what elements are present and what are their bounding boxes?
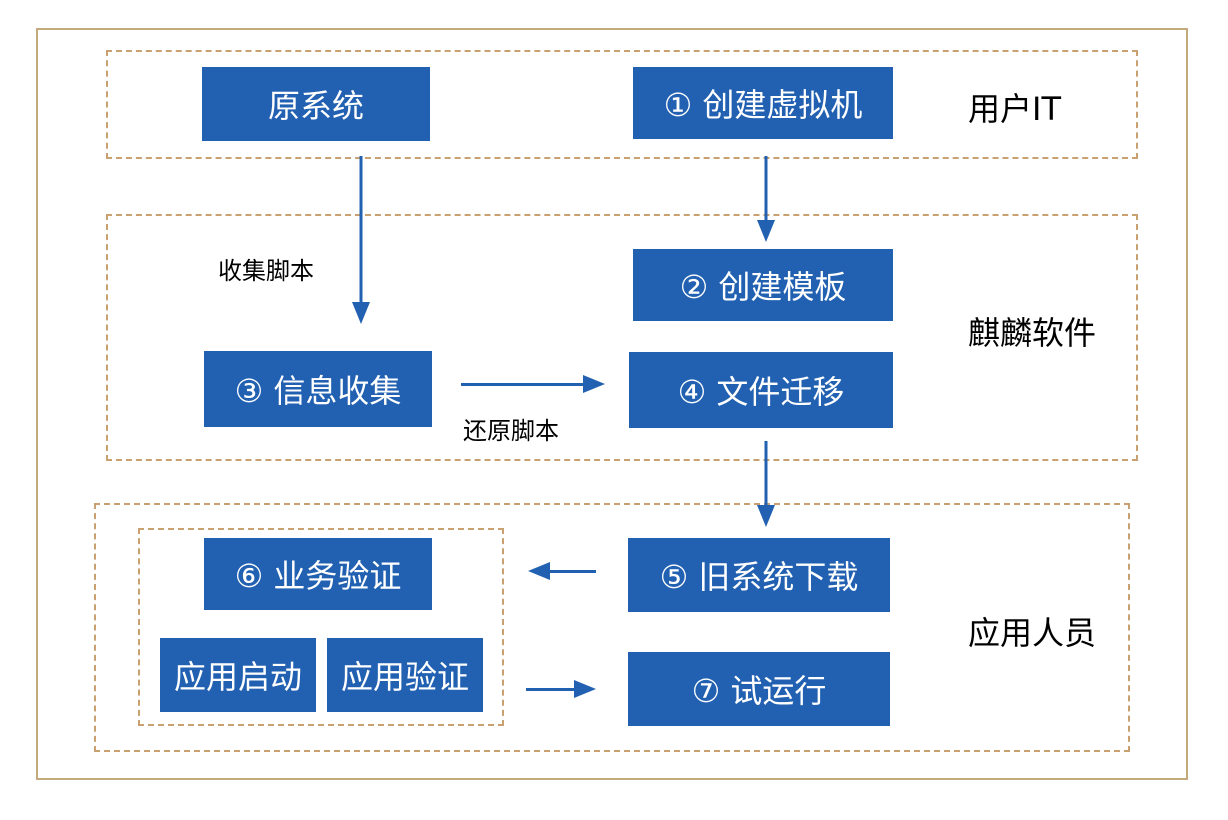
edge-label-restore-script: 还原脚本: [463, 417, 559, 445]
zone-label-kylin: 麒麟软件: [968, 314, 1097, 352]
arrow-download-to-verify-head: [528, 562, 550, 580]
arrow-verify-to-trial-head: [574, 680, 596, 698]
arrow-migrate-to-download-head: [757, 505, 775, 527]
node-create-template: ② 创建模板: [633, 249, 893, 321]
node-app-verify: 应用验证: [327, 638, 483, 712]
arrow-collect-to-migrate-shaft: [461, 383, 585, 386]
node-app-start: 应用启动: [160, 638, 316, 712]
arrow-vm-to-template-head: [757, 220, 775, 242]
arrow-original-to-collect-shaft: [359, 156, 363, 304]
node-file-migrate: ④ 文件迁移: [629, 352, 893, 428]
arrow-original-to-collect-head: [352, 302, 370, 324]
arrow-migrate-to-download-shaft: [764, 441, 768, 507]
zone-app-staff: [94, 503, 1130, 752]
node-old-system-download: ⑤ 旧系统下载: [628, 538, 890, 612]
node-info-collect: ③ 信息收集: [204, 351, 432, 427]
zone-user-it: [106, 50, 1138, 159]
arrow-collect-to-migrate-head: [583, 375, 605, 393]
edge-label-collect-script: 收集脚本: [218, 257, 314, 285]
arrow-vm-to-template-shaft: [764, 156, 768, 222]
node-create-vm: ① 创建虚拟机: [633, 67, 893, 139]
zone-business-verify-group: [138, 528, 504, 726]
arrow-download-to-verify-shaft: [548, 570, 596, 573]
diagram-frame: [36, 28, 1188, 780]
zone-label-user-it: 用户IT: [968, 90, 1061, 128]
node-original-system: 原系统: [202, 67, 430, 141]
arrow-verify-to-trial-shaft: [526, 688, 576, 691]
zone-label-app-staff: 应用人员: [968, 614, 1097, 652]
node-business-verify: ⑥ 业务验证: [204, 538, 432, 610]
zone-kylin: [106, 214, 1138, 461]
node-trial-run: ⑦ 试运行: [628, 652, 890, 726]
